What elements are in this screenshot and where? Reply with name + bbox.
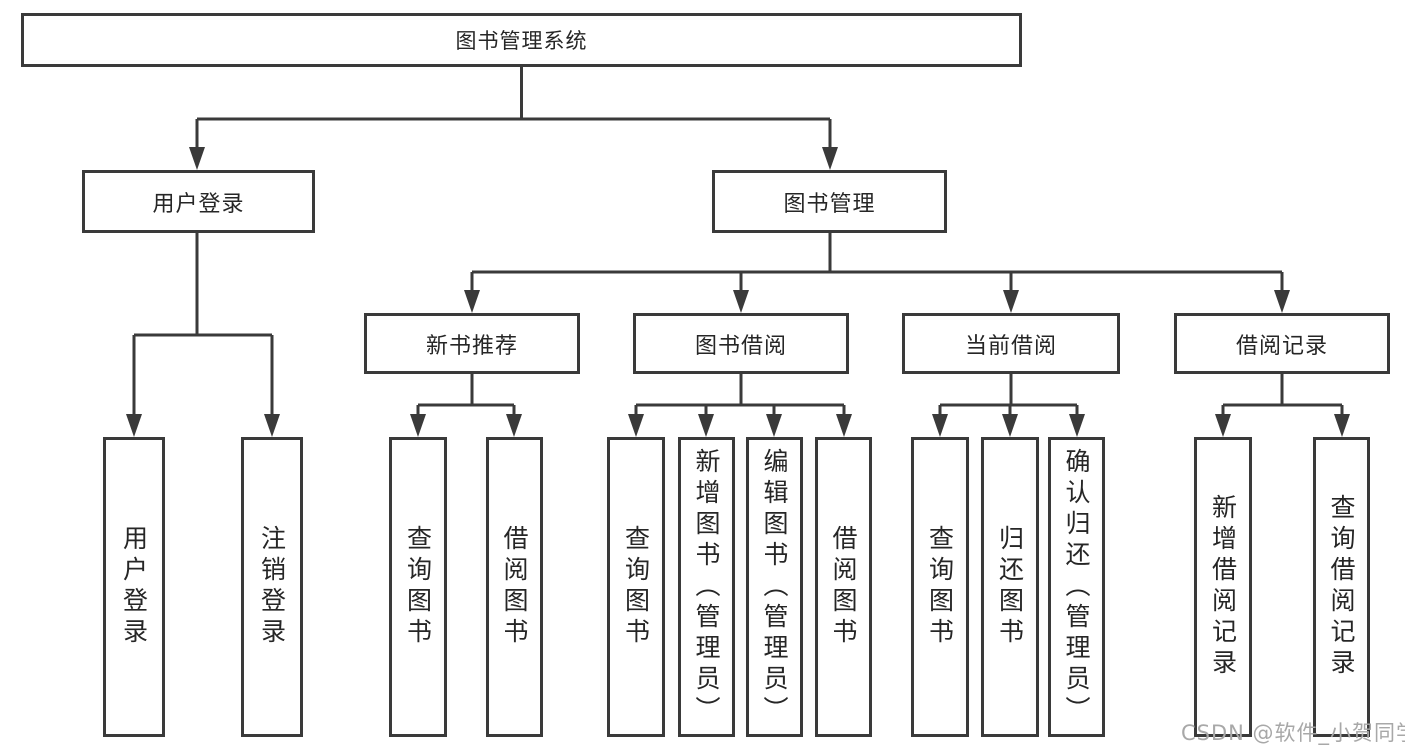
node-label: 查询图书	[403, 525, 433, 649]
node-label: 图书借阅	[694, 333, 787, 359]
leaf-query-books-recommend: 查询图书	[389, 437, 447, 737]
node-library-management-system: 图书管理系统	[21, 13, 1022, 67]
node-new-book-recommendation: 新书推荐	[364, 313, 580, 374]
node-label: 查询借阅记录	[1327, 494, 1356, 680]
leaf-query-books-current: 查询图书	[911, 437, 969, 737]
leaf-edit-book-admin: 编辑图书（管理员）	[746, 437, 803, 737]
leaf-query-borrow-record: 查询借阅记录	[1313, 437, 1370, 737]
node-label: 编辑图书（管理员）	[760, 447, 789, 727]
node-label: 归还图书	[995, 525, 1025, 649]
node-label: 借阅记录	[1235, 333, 1328, 359]
arrowhead-down-icons	[126, 147, 1350, 437]
leaf-borrow-books-recommend: 借阅图书	[486, 437, 543, 737]
node-label: 新增借阅记录	[1208, 494, 1238, 680]
node-label: 借阅图书	[500, 525, 529, 649]
node-label: 图书管理	[783, 191, 876, 217]
watermark: CSDN @软件_小贺同学	[1181, 721, 1405, 745]
node-label: 用户登录	[119, 525, 149, 649]
leaf-borrow-books-borrowing: 借阅图书	[815, 437, 872, 737]
leaf-return-books: 归还图书	[981, 437, 1039, 737]
node-current-borrowing: 当前借阅	[902, 313, 1120, 374]
node-label: 借阅图书	[829, 525, 858, 649]
node-label: 查询图书	[925, 525, 955, 649]
node-label: 查询图书	[621, 525, 651, 649]
leaf-query-books-borrowing: 查询图书	[607, 437, 665, 737]
leaf-logout: 注销登录	[241, 437, 303, 737]
node-label: 新书推荐	[425, 333, 518, 359]
node-book-management: 图书管理	[712, 170, 947, 233]
node-borrowing-records: 借阅记录	[1174, 313, 1390, 374]
node-label: 用户登录	[152, 191, 245, 217]
node-label: 注销登录	[257, 525, 287, 649]
connector-paths	[132, 67, 1344, 417]
node-label: 确认归还（管理员）	[1062, 447, 1091, 727]
node-label: 图书管理系统	[455, 29, 588, 53]
node-user-login: 用户登录	[82, 170, 315, 233]
leaf-add-book-admin: 新增图书（管理员）	[678, 437, 735, 737]
node-label: 当前借阅	[964, 333, 1057, 359]
node-label: 新增图书（管理员）	[692, 447, 721, 727]
leaf-user-login: 用户登录	[103, 437, 165, 737]
node-book-borrowing: 图书借阅	[633, 313, 849, 374]
leaf-confirm-return-admin: 确认归还（管理员）	[1048, 437, 1105, 737]
leaf-add-borrow-record: 新增借阅记录	[1194, 437, 1252, 737]
